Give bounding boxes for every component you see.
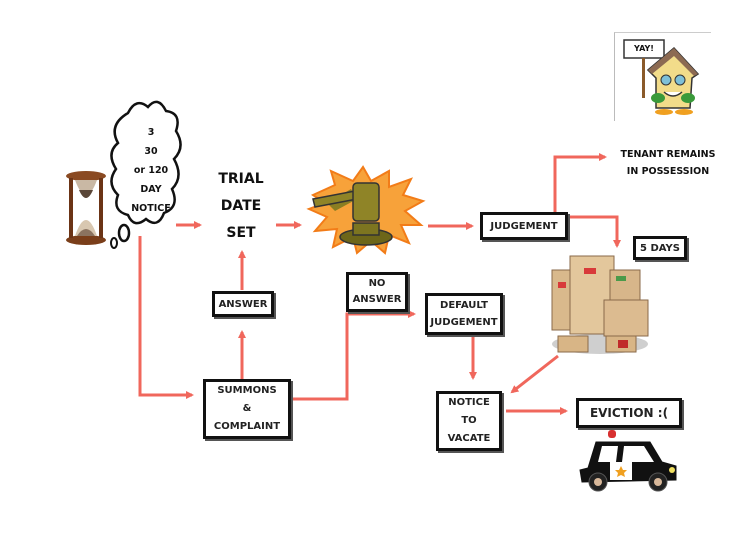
notice-days-text: 3 30 or 120 DAY NOTICE [126, 123, 176, 218]
cloud-line: NOTICE [131, 203, 171, 214]
default-judgement-line: JUDGEMENT [430, 317, 498, 328]
notice-line: TO [461, 415, 477, 426]
judgement-text: JUDGEMENT [490, 220, 558, 232]
trial-date-set-label: TRIAL DATE SET [206, 166, 276, 247]
summons-complaint-box: SUMMONS & COMPLAINT [203, 379, 291, 439]
eviction-text: EVICTION :( [589, 405, 669, 420]
happy-house-icon [623, 39, 700, 115]
arrow-summons-to-default [290, 310, 416, 401]
police-car-icon [579, 430, 677, 492]
no-answer-line: ANSWER [352, 294, 402, 305]
arrow-judgement-to-boxes [570, 215, 621, 248]
five-days-box: 5 DAYS [633, 236, 687, 260]
notice-to-vacate-box: NOTICE TO VACATE [436, 391, 502, 451]
cloud-line: DAY [140, 184, 162, 195]
cloud-line: 3 [147, 127, 155, 138]
arrow-boxes-to-notice [510, 354, 559, 394]
answer-box: ANSWER [212, 291, 274, 317]
summons-line: COMPLAINT [213, 421, 281, 432]
gavel-icon [306, 165, 426, 255]
answer-text: ANSWER [218, 298, 268, 310]
arrow-notice-to-summons [138, 236, 194, 399]
tenant-remains-label: TENANT REMAINS IN POSSESSION [610, 146, 726, 180]
summons-line: SUMMONS [217, 385, 277, 396]
five-days-text: 5 DAYS [640, 242, 680, 254]
default-judgement-box: DEFAULT JUDGEMENT [425, 293, 503, 335]
eviction-box: EVICTION :( [576, 398, 682, 428]
judgement-box: JUDGEMENT [480, 212, 568, 240]
house-picture [614, 32, 711, 121]
trial-line: DATE [220, 198, 262, 214]
tenant-line: TENANT REMAINS [620, 149, 716, 160]
summons-line: & [242, 403, 252, 414]
default-judgement-line: DEFAULT [440, 300, 488, 311]
cloud-line: or 120 [133, 165, 169, 176]
tenant-line: IN POSSESSION [626, 166, 710, 177]
moving-boxes-icon [551, 255, 649, 354]
trial-line: TRIAL [218, 171, 264, 187]
no-answer-line: NO [368, 278, 386, 289]
trial-line: SET [226, 225, 256, 241]
thought-cloud [110, 100, 182, 249]
notice-line: VACATE [447, 433, 491, 444]
yay-sign-text: YAY! [634, 44, 654, 53]
hourglass-icon [66, 171, 106, 245]
no-answer-box: NO ANSWER [346, 272, 408, 312]
arrow-judgement-to-tenant [553, 153, 607, 212]
notice-line: NOTICE [448, 397, 490, 408]
cloud-line: 30 [144, 146, 158, 157]
